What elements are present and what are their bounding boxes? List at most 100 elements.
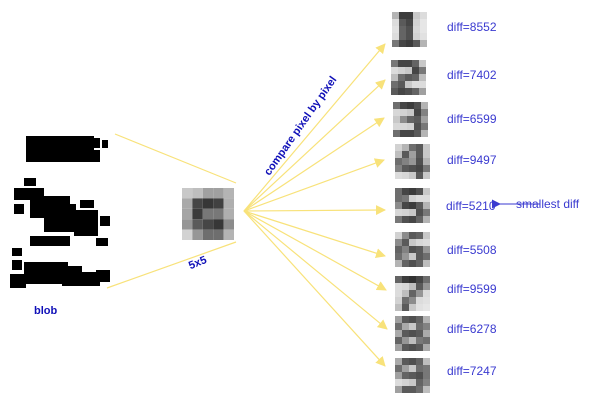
- template-pixel: [409, 379, 416, 386]
- template-pixel: [395, 283, 402, 290]
- template-pixel: [395, 144, 402, 151]
- template-pixel: [416, 344, 423, 351]
- template-digit-7: [395, 276, 430, 311]
- template-pixel: [402, 246, 409, 253]
- template-pixel: [416, 337, 423, 344]
- template-pixel: [423, 232, 430, 239]
- template-pixel: [399, 12, 406, 19]
- template-pixel: [395, 290, 402, 297]
- comparison-arrow-9: [243, 210, 386, 367]
- template-pixel: [421, 102, 428, 109]
- template-pixel: [423, 337, 430, 344]
- template-pixel: [407, 116, 414, 123]
- template-pixel: [407, 123, 414, 130]
- template-pixel: [420, 19, 427, 26]
- template-pixel: [409, 151, 416, 158]
- template-pixel: [399, 19, 406, 26]
- template-pixel: [413, 33, 420, 40]
- template-pixel: [416, 283, 423, 290]
- thumbnail-pixel: [213, 188, 224, 199]
- template-pixel: [402, 372, 409, 379]
- template-pixel: [402, 260, 409, 267]
- template-pixel: [405, 74, 412, 81]
- template-pixel: [423, 144, 430, 151]
- template-pixel: [409, 216, 416, 223]
- blob-pixel: [12, 248, 22, 256]
- template-pixel: [423, 202, 430, 209]
- template-pixel: [413, 12, 420, 19]
- template-pixel: [423, 246, 430, 253]
- template-pixel: [402, 216, 409, 223]
- template-pixel: [405, 60, 412, 67]
- template-digit-8: [395, 316, 430, 351]
- template-pixel: [423, 283, 430, 290]
- blob-pixel: [94, 150, 100, 162]
- template-pixel: [409, 372, 416, 379]
- template-pixel: [409, 144, 416, 151]
- template-pixel: [402, 304, 409, 311]
- template-pixel: [409, 158, 416, 165]
- thumbnail-pixel: [223, 198, 234, 209]
- template-pixel: [409, 365, 416, 372]
- template-pixel: [395, 239, 402, 246]
- template-pixel: [423, 290, 430, 297]
- template-pixel: [420, 33, 427, 40]
- template-pixel: [393, 102, 400, 109]
- template-pixel: [395, 337, 402, 344]
- thumbnail-pixel: [182, 208, 193, 220]
- template-pixel: [402, 195, 409, 202]
- template-pixel: [400, 130, 407, 137]
- template-pixel: [416, 246, 423, 253]
- template-pixel: [400, 123, 407, 130]
- template-pixel: [393, 130, 400, 137]
- template-pixel: [423, 365, 430, 372]
- comparison-arrow-3: [243, 117, 385, 212]
- template-pixel: [402, 283, 409, 290]
- template-pixel: [393, 116, 400, 123]
- diff-label-2: diff=7402: [447, 68, 497, 82]
- template-pixel: [423, 195, 430, 202]
- template-pixel: [402, 239, 409, 246]
- diff-label-6: diff=5508: [447, 243, 497, 257]
- template-pixel: [395, 330, 402, 337]
- template-pixel: [416, 195, 423, 202]
- comparison-arrow-6: [243, 210, 386, 259]
- template-pixel: [405, 81, 412, 88]
- template-pixel: [416, 172, 423, 179]
- blob-pixel: [30, 236, 70, 246]
- template-pixel: [416, 209, 423, 216]
- template-pixel: [409, 316, 416, 323]
- template-pixel: [409, 188, 416, 195]
- template-pixel: [392, 12, 399, 19]
- template-pixel: [414, 123, 421, 130]
- template-pixel: [402, 253, 409, 260]
- thumbnail-pixel: [202, 219, 214, 230]
- template-pixel: [393, 123, 400, 130]
- template-pixel: [409, 239, 416, 246]
- template-pixel: [420, 26, 427, 33]
- template-pixel: [414, 116, 421, 123]
- template-pixel: [412, 88, 419, 95]
- template-pixel: [423, 165, 430, 172]
- template-digit-6: [395, 232, 430, 267]
- template-pixel: [409, 202, 416, 209]
- template-pixel: [405, 67, 412, 74]
- template-pixel: [400, 109, 407, 116]
- template-pixel: [416, 386, 423, 393]
- template-pixel: [392, 19, 399, 26]
- template-pixel: [402, 151, 409, 158]
- template-pixel: [416, 144, 423, 151]
- template-pixel: [395, 172, 402, 179]
- template-pixel: [406, 19, 413, 26]
- template-pixel: [412, 74, 419, 81]
- template-pixel: [412, 81, 419, 88]
- template-pixel: [409, 330, 416, 337]
- connector-line-top: [114, 133, 237, 184]
- template-pixel: [423, 304, 430, 311]
- template-pixel: [423, 316, 430, 323]
- template-pixel: [395, 209, 402, 216]
- smallest-diff-label: smallest diff: [516, 197, 580, 211]
- template-pixel: [409, 283, 416, 290]
- template-pixel: [395, 165, 402, 172]
